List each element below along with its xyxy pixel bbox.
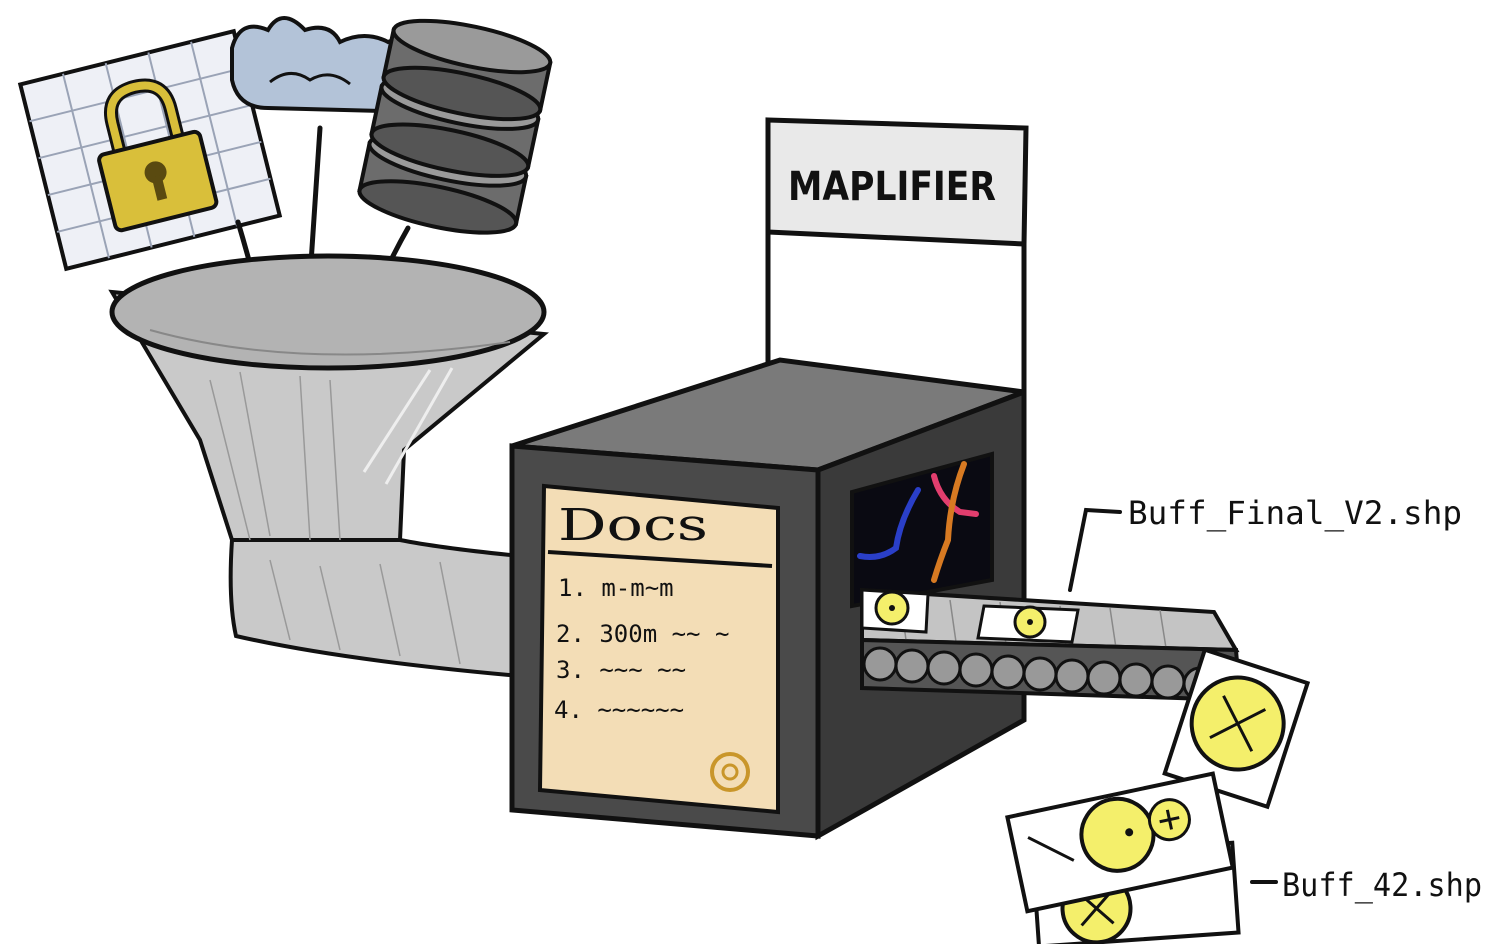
funnel-icon xyxy=(112,256,544,676)
machine-sign: MAPLIFIER xyxy=(768,120,1026,392)
docs-item-1: 1. m-m~m xyxy=(558,574,674,602)
docs-sheet: Docs 1. m-m~m 2. 300m ~~ ~ 3. ~~~ ~~ 4. … xyxy=(540,486,778,812)
docs-title: Docs xyxy=(558,500,708,551)
machine-sign-label: MAPLIFIER xyxy=(788,164,996,210)
output-pile xyxy=(1007,774,1238,944)
output-label-2: Buff_42.shp xyxy=(1252,866,1482,904)
output-label-1: Buff_Final_V2.shp xyxy=(1070,494,1462,590)
docs-item-4: 4. ~~~~~~ xyxy=(554,696,684,724)
output-label-1-text: Buff_Final_V2.shp xyxy=(1128,494,1462,532)
map-tile-icon xyxy=(978,606,1078,642)
docs-item-3: 3. ~~~ ~~ xyxy=(556,656,686,684)
map-tile-icon xyxy=(862,590,928,632)
conveyor-belt xyxy=(862,590,1240,700)
output-label-2-text: Buff_42.shp xyxy=(1282,866,1482,904)
docs-item-2: 2. 300m ~~ ~ xyxy=(556,620,729,648)
